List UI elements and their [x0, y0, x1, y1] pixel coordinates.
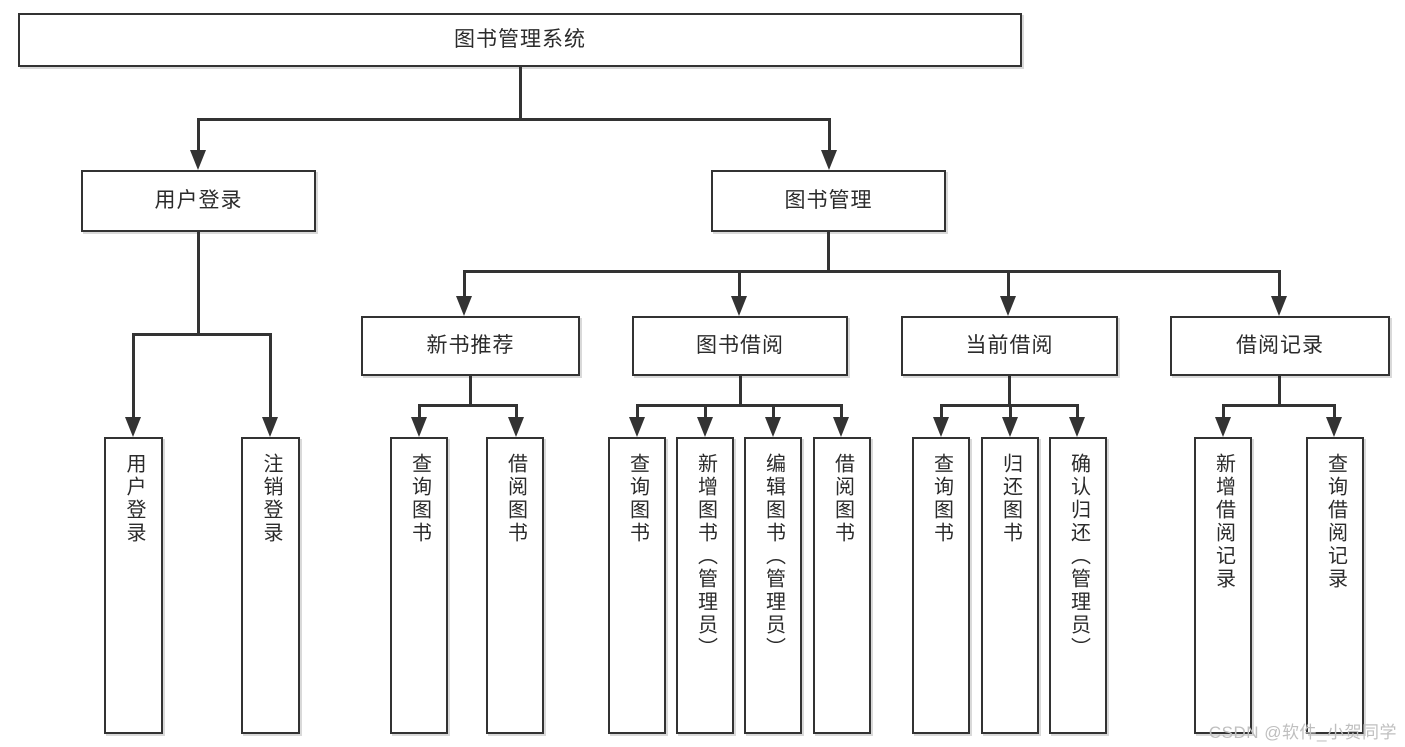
arrowhead-leaf-logout	[262, 417, 278, 437]
arrowhead-leaf-return-book	[1002, 417, 1018, 437]
arrowhead-leaf-query-record	[1326, 417, 1342, 437]
leaf-edit-book-admin[interactable]: 编辑图书（管理员）	[744, 437, 802, 734]
leaf-label: 查询图书	[626, 453, 649, 545]
node-label: 图书管理系统	[454, 27, 586, 51]
arrowhead-root-to-user-login	[190, 150, 206, 170]
edge-bookborrow-drop-2	[704, 404, 707, 418]
leaf-label: 查询图书	[930, 453, 953, 545]
leaf-query-book-newbook[interactable]: 查询图书	[390, 437, 448, 734]
arrowhead-leaf-edit-book	[765, 417, 781, 437]
edge-root-to-book-mgmt	[828, 118, 831, 153]
node-label: 用户登录	[154, 188, 243, 212]
edge-newbook-drop-1	[418, 404, 421, 418]
edge-newbook-bar	[418, 404, 518, 407]
edge-bookborrow-drop-1	[636, 404, 639, 418]
edge-borrowrecord-drop-1	[1222, 404, 1225, 418]
node-book-management[interactable]: 图书管理	[711, 170, 946, 232]
edge-bookmgmt-to-borrow-record	[1278, 270, 1281, 298]
node-borrow-record[interactable]: 借阅记录	[1170, 316, 1390, 376]
leaf-confirm-return-admin[interactable]: 确认归还（管理员）	[1049, 437, 1107, 734]
arrowhead-to-borrow-record	[1271, 296, 1287, 316]
leaf-label: 新增图书（管理员）	[694, 453, 717, 660]
edge-bookmgmt-to-book-borrow	[738, 270, 741, 298]
arrowhead-leaf-borrow-book-2	[833, 417, 849, 437]
edge-bookborrow-stem	[739, 376, 742, 406]
node-root-system[interactable]: 图书管理系统	[18, 13, 1022, 67]
node-label: 当前借阅	[965, 333, 1054, 357]
leaf-borrow-book[interactable]: 借阅图书	[813, 437, 871, 734]
leaf-add-book-admin[interactable]: 新增图书（管理员）	[676, 437, 734, 734]
edge-root-bar	[197, 118, 831, 121]
node-label: 借阅记录	[1236, 333, 1324, 357]
edge-root-stem	[519, 67, 522, 118]
leaf-label: 确认归还（管理员）	[1067, 453, 1090, 660]
arrowhead-leaf-query-book-3	[933, 417, 949, 437]
leaf-label: 查询图书	[408, 453, 431, 545]
leaf-label: 借阅图书	[831, 453, 854, 545]
node-new-book-recommend[interactable]: 新书推荐	[361, 316, 580, 376]
node-label: 图书借阅	[696, 333, 784, 357]
arrowhead-to-book-borrow	[731, 296, 747, 316]
arrowhead-to-current-borrow	[1000, 296, 1016, 316]
edge-userlogin-bar	[132, 333, 272, 336]
leaf-label: 归还图书	[999, 453, 1022, 545]
edge-userlogin-stem	[197, 232, 200, 334]
arrowhead-leaf-add-book	[697, 417, 713, 437]
edge-bookmgmt-to-current-borrow	[1007, 270, 1010, 298]
edge-currentborrow-drop-3	[1076, 404, 1079, 418]
node-user-login[interactable]: 用户登录	[81, 170, 316, 232]
leaf-label: 编辑图书（管理员）	[762, 453, 785, 660]
arrowhead-leaf-borrow-book-1	[508, 417, 524, 437]
arrowhead-to-new-book	[456, 296, 472, 316]
csdn-watermark: CSDN @软件_小贺同学	[1208, 723, 1397, 742]
arrowhead-leaf-query-book-2	[629, 417, 645, 437]
edge-bookmgmt-stem	[827, 232, 830, 273]
edge-currentborrow-drop-1	[940, 404, 943, 418]
edge-userlogin-drop-2	[269, 333, 272, 418]
edge-bookborrow-drop-4	[840, 404, 843, 418]
edge-bookborrow-drop-3	[772, 404, 775, 418]
arrowhead-leaf-confirm-return	[1069, 417, 1085, 437]
node-book-borrow[interactable]: 图书借阅	[632, 316, 848, 376]
arrowhead-root-to-book-mgmt	[821, 150, 837, 170]
node-label: 新书推荐	[426, 333, 515, 357]
edge-root-to-user-login	[197, 118, 200, 153]
edge-currentborrow-stem	[1008, 376, 1011, 406]
edge-userlogin-drop-1	[132, 333, 135, 418]
leaf-user-login[interactable]: 用户登录	[104, 437, 163, 734]
leaf-query-book-current[interactable]: 查询图书	[912, 437, 970, 734]
node-label: 图书管理	[784, 188, 873, 212]
leaf-label: 借阅图书	[504, 453, 527, 545]
edge-bookmgmt-to-new-book	[463, 270, 466, 298]
edge-currentborrow-drop-2	[1009, 404, 1012, 418]
edge-borrowrecord-stem	[1278, 376, 1281, 406]
arrowhead-leaf-add-record	[1215, 417, 1231, 437]
arrowhead-leaf-query-book-1	[411, 417, 427, 437]
edge-bookmgmt-bar	[463, 270, 1281, 273]
leaf-label: 查询借阅记录	[1324, 453, 1347, 591]
node-current-borrow[interactable]: 当前借阅	[901, 316, 1118, 376]
arrowhead-leaf-user-login	[125, 417, 141, 437]
edge-newbook-drop-2	[515, 404, 518, 418]
leaf-add-borrow-record[interactable]: 新增借阅记录	[1194, 437, 1252, 734]
leaf-return-book[interactable]: 归还图书	[981, 437, 1039, 734]
leaf-query-book-borrow[interactable]: 查询图书	[608, 437, 666, 734]
edge-borrowrecord-bar	[1222, 404, 1336, 407]
edge-borrowrecord-drop-2	[1333, 404, 1336, 418]
leaf-query-borrow-record[interactable]: 查询借阅记录	[1306, 437, 1364, 734]
leaf-logout[interactable]: 注销登录	[241, 437, 300, 734]
leaf-label: 用户登录	[123, 453, 145, 545]
leaf-label: 注销登录	[260, 453, 282, 545]
leaf-borrow-book-newbook[interactable]: 借阅图书	[486, 437, 544, 734]
edge-newbook-stem	[469, 376, 472, 406]
leaf-label: 新增借阅记录	[1212, 453, 1235, 591]
edge-bookborrow-bar	[636, 404, 843, 407]
